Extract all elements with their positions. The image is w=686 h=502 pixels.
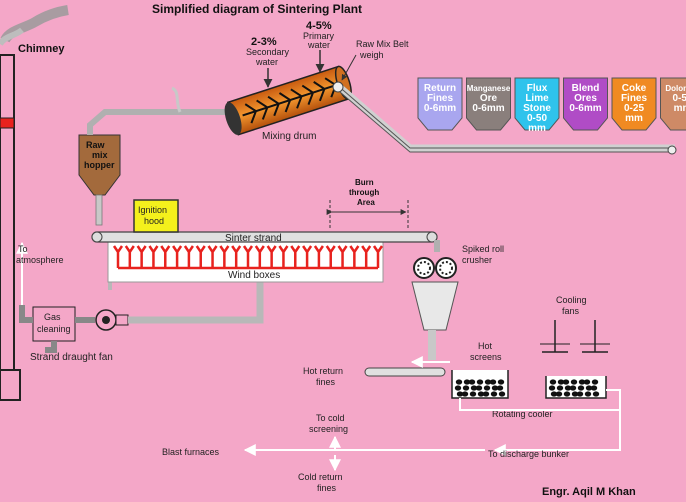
- chimney-label: Chimney: [18, 43, 65, 55]
- hot-screens-label-1: Hot: [478, 341, 493, 351]
- chimney: [0, 5, 69, 401]
- bin-0-label-2: Fines: [427, 93, 454, 104]
- bin-3-label-3: 0-6mm: [569, 103, 601, 114]
- hot-return-conveyor: [364, 356, 450, 377]
- spiked-roll-label-1: Spiked roll: [462, 244, 504, 254]
- bin-5-label-1: Dolomite: [665, 84, 686, 93]
- bin-4-label-2: Fines: [621, 93, 648, 104]
- bin-5-label-2: 0-50: [672, 93, 686, 104]
- bin-4-label-1: Coke: [622, 83, 647, 94]
- bin-5: [660, 77, 686, 131]
- primary-water-label-1: Primary: [303, 31, 334, 41]
- ignition-hood-label-2: hood: [144, 216, 164, 226]
- rotating-cooler: [545, 376, 607, 399]
- secondary-water-label-1: Secondary: [246, 47, 290, 57]
- secondary-water-label-2: water: [255, 57, 278, 67]
- rotating-cooler-label: Rotating cooler: [492, 409, 553, 419]
- burn-through-label-3: Area: [357, 198, 375, 207]
- bin-2: [514, 77, 560, 131]
- ignition-hood-label-1: Ignition: [138, 205, 167, 215]
- strand-draught-fan-label: Strand draught fan: [30, 352, 113, 363]
- hot-screens-label-2: screens: [470, 352, 502, 362]
- cooling-fans: [540, 320, 610, 353]
- spiked-roll-crusher: [411, 257, 459, 360]
- gas-cleaning-label-2: cleaning: [37, 324, 71, 334]
- mixing-drum-label: Mixing drum: [262, 131, 316, 142]
- gas-cleaning-label-1: Gas: [44, 312, 61, 322]
- primary-water-label-2: water: [307, 40, 330, 50]
- blast-furnaces-label: Blast furnaces: [162, 447, 220, 457]
- author-credit: Engr. Aqil M Khan: [542, 486, 636, 498]
- hot-screens: [451, 370, 509, 399]
- raw-mix-hopper-label-1: Raw: [86, 140, 106, 150]
- bin-2-label-2: Lime: [525, 93, 549, 104]
- wind-boxes: [107, 239, 384, 283]
- bin-5-label-3: mm: [674, 103, 686, 114]
- cold-return-label-1: Cold return: [298, 472, 343, 482]
- cooling-fans-label-1: Cooling: [556, 295, 587, 305]
- bin-2-label-3: Stone: [523, 103, 551, 114]
- raw-mix-belt-label-2: weigh: [359, 50, 384, 60]
- bin-3: [563, 77, 608, 131]
- to-atmosphere-label-2: atmosphere: [16, 255, 64, 265]
- cooling-fans-label-2: fans: [562, 306, 580, 316]
- bin-1-label-2: Ore: [480, 93, 498, 104]
- raw-mix-belt: [332, 81, 677, 155]
- bin-1: [466, 77, 511, 131]
- to-cold-label-2: screening: [309, 424, 348, 434]
- sinter-strand-label: Sinter strand: [225, 233, 282, 244]
- mixing-drum: [224, 65, 352, 136]
- bin-2-label-1: Flux: [527, 83, 548, 94]
- bin-3-label-1: Blend: [572, 83, 600, 94]
- bin-1-label-3: 0-6mm: [472, 103, 504, 114]
- bin-4-label-3: 0-25: [624, 103, 644, 114]
- bin-4: [611, 77, 657, 131]
- raw-mix-hopper-label-2: mix: [92, 150, 108, 160]
- spiked-roll-label-2: crusher: [462, 255, 492, 265]
- discharge-bunker-label: To discharge bunker: [488, 449, 569, 459]
- hot-return-label-1: Hot return: [303, 366, 343, 376]
- primary-water-percent: 4-5%: [306, 20, 332, 32]
- bin-0: [417, 77, 463, 131]
- cold-return-label-2: fines: [317, 483, 337, 493]
- burn-through-label-2: through: [349, 188, 379, 197]
- wind-boxes-label: Wind boxes: [228, 270, 280, 281]
- bin-1-label-1: Manganese: [467, 84, 511, 93]
- raw-mix-hopper: [78, 134, 121, 226]
- raw-mix-belt-label-1: Raw Mix Belt: [356, 39, 409, 49]
- bin-4-label-4: mm: [625, 113, 643, 124]
- bin-0-label-1: Return: [424, 83, 456, 94]
- bin-2-label-4: 0-50: [527, 113, 547, 124]
- hot-return-label-2: fines: [316, 377, 336, 387]
- diagram-title: Simplified diagram of Sintering Plant: [152, 2, 362, 16]
- bin-3-label-2: Ores: [574, 93, 597, 104]
- burn-through-label-1: Burn: [355, 178, 374, 187]
- to-atmosphere-label-1: To: [18, 244, 28, 254]
- strand-draught-fan: [95, 309, 129, 331]
- bin-2-label-5: mm: [528, 123, 546, 134]
- ignition-hood: [133, 199, 179, 233]
- secondary-water-percent: 2-3%: [251, 36, 277, 48]
- raw-mix-hopper-label-3: hopper: [84, 160, 115, 170]
- to-cold-label-1: To cold: [316, 413, 345, 423]
- sinter-strand: [91, 231, 438, 243]
- material-bins: ReturnFines0-6mmManganeseOre0-6mmFluxLim…: [417, 77, 686, 134]
- bin-0-label-3: 0-6mm: [424, 103, 456, 114]
